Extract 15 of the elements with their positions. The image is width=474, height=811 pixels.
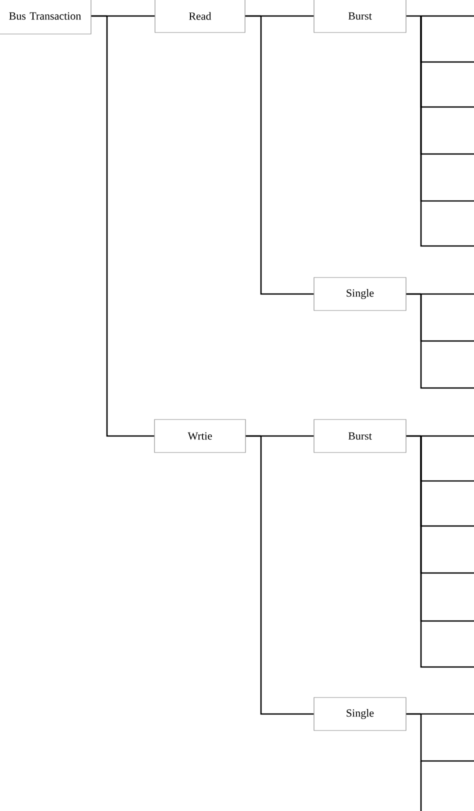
connector-line xyxy=(420,294,474,389)
process-box: Single xyxy=(314,697,406,731)
connector-line xyxy=(106,16,154,437)
process-box: Single xyxy=(314,277,406,311)
process-box: Burst xyxy=(314,419,406,453)
connector-line xyxy=(406,15,474,17)
connector-line xyxy=(420,436,474,668)
connector-line xyxy=(420,16,474,247)
process-box: Read xyxy=(154,0,246,33)
process-box: Burst xyxy=(314,0,406,33)
connector-line xyxy=(260,16,314,295)
connector-line xyxy=(420,714,474,762)
process-box: Bus Transaction xyxy=(0,0,92,34)
connector-line xyxy=(260,436,314,715)
process-box: Wrtie xyxy=(154,419,246,453)
